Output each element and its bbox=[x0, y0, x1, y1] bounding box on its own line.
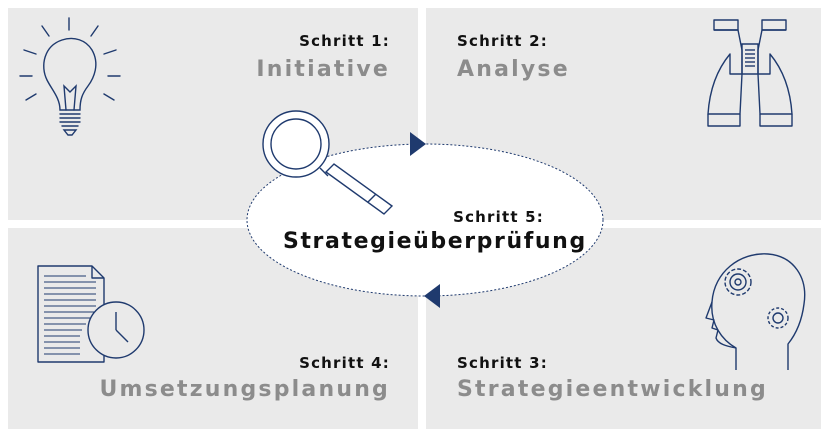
step-5-label: Schritt 5: bbox=[453, 208, 544, 226]
head-gears-icon bbox=[705, 253, 806, 370]
step-4-label: Schritt 4: bbox=[299, 354, 390, 372]
step-4-name: Umsetzungsplanung bbox=[99, 377, 390, 402]
step-2-name: Analyse bbox=[457, 57, 570, 82]
lightbulb-icon bbox=[19, 17, 121, 136]
step-1-name: Initiative bbox=[256, 57, 390, 82]
step-1-label: Schritt 1: bbox=[299, 32, 390, 50]
document-clock-icon bbox=[37, 265, 145, 363]
step-3-name: Strategieentwicklung bbox=[457, 377, 768, 402]
magnifier-icon bbox=[262, 110, 394, 215]
review-cycle-ellipse bbox=[246, 143, 604, 297]
step-2-label: Schritt 2: bbox=[457, 32, 548, 50]
step-5-name: Strategieüberprüfung bbox=[283, 229, 587, 254]
cycle-arrow-top bbox=[410, 132, 426, 156]
step-3-label: Schritt 3: bbox=[457, 354, 548, 372]
cycle-arrow-bottom bbox=[424, 284, 440, 308]
binoculars-icon bbox=[707, 19, 793, 127]
